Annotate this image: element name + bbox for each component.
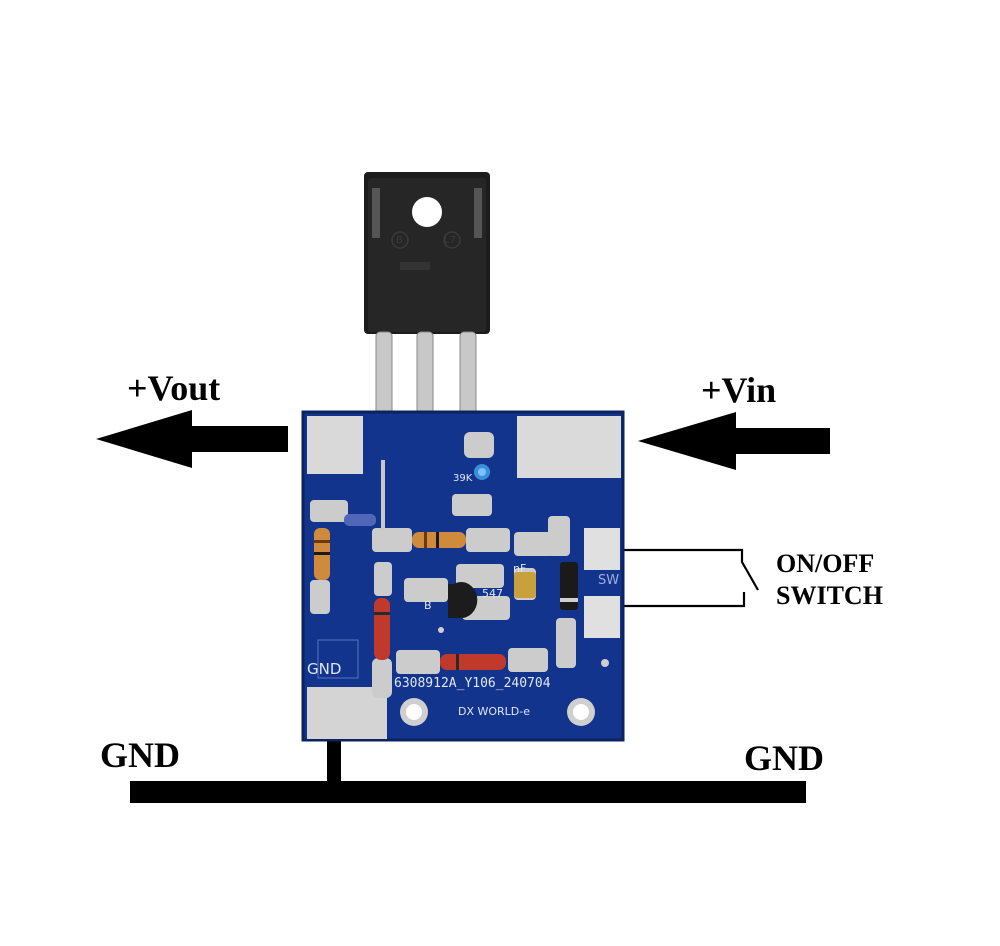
vin-arrow bbox=[638, 412, 830, 470]
gnd-right-label: GND bbox=[744, 738, 824, 778]
switch-label-line1: ON/OFF bbox=[776, 549, 875, 578]
mosfet-mark-right: L7 bbox=[444, 235, 456, 246]
vin-label: +Vin bbox=[701, 370, 777, 410]
pcb-transistor-part-label: 547 bbox=[482, 587, 503, 600]
vout-arrow bbox=[96, 410, 288, 468]
mosfet-mark-left: B bbox=[396, 235, 403, 246]
switch-label-line2: SWITCH bbox=[776, 581, 883, 610]
switch-wiring bbox=[600, 548, 759, 608]
pcb-transistor-base-label: B bbox=[424, 599, 432, 612]
switch-label: ON/OFF SWITCH bbox=[776, 548, 883, 612]
vout-label: +Vout bbox=[127, 368, 221, 408]
pcb-brand: DX WORLD-e bbox=[458, 705, 531, 718]
pcb-gnd-silkscreen: GND bbox=[307, 660, 342, 678]
pcb-capacitor-label: nF bbox=[513, 562, 527, 575]
pcb-components bbox=[314, 460, 578, 670]
pcb-switch-pad-label: SW bbox=[598, 573, 620, 588]
pcb-resistor-label: 39K bbox=[453, 473, 473, 484]
mosfet bbox=[364, 172, 490, 334]
pcb-serial-number: 6308912A_Y106_240704 bbox=[394, 676, 551, 691]
gnd-left-label: GND bbox=[100, 735, 180, 775]
